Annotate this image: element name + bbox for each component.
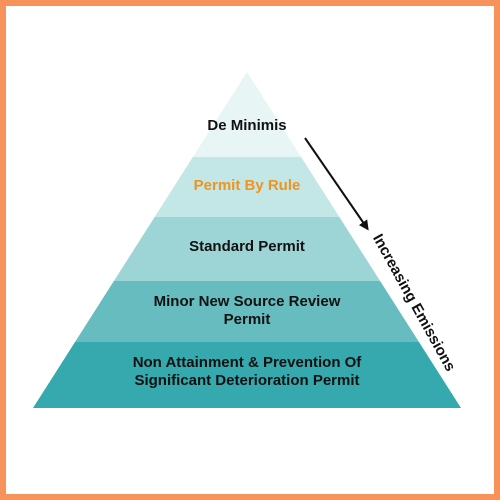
tier-1-label-line-1: De Minimis: [207, 117, 286, 134]
tier-3-label-line-1: Standard Permit: [189, 238, 305, 255]
pyramid-tier-1: [192, 72, 302, 157]
pyramid-tier-2: [154, 157, 340, 217]
tier-5-label-line-1: Non Attainment & Prevention Of: [133, 354, 363, 371]
tier-4-label-line-1: Minor New Source Review: [154, 293, 341, 310]
emissions-arrow-line: [304, 137, 369, 231]
pyramid-tiers: [33, 72, 461, 408]
tier-2-label-line-1: Permit By Rule: [194, 177, 301, 194]
pyramid-tier-3: [113, 217, 381, 281]
pyramid-tier-4: [75, 281, 419, 342]
tier-4-label-line-2: Permit: [224, 311, 271, 328]
tier-5-label-line-2: Significant Deterioration Permit: [134, 372, 359, 389]
pyramid-tier-5: [33, 342, 461, 408]
